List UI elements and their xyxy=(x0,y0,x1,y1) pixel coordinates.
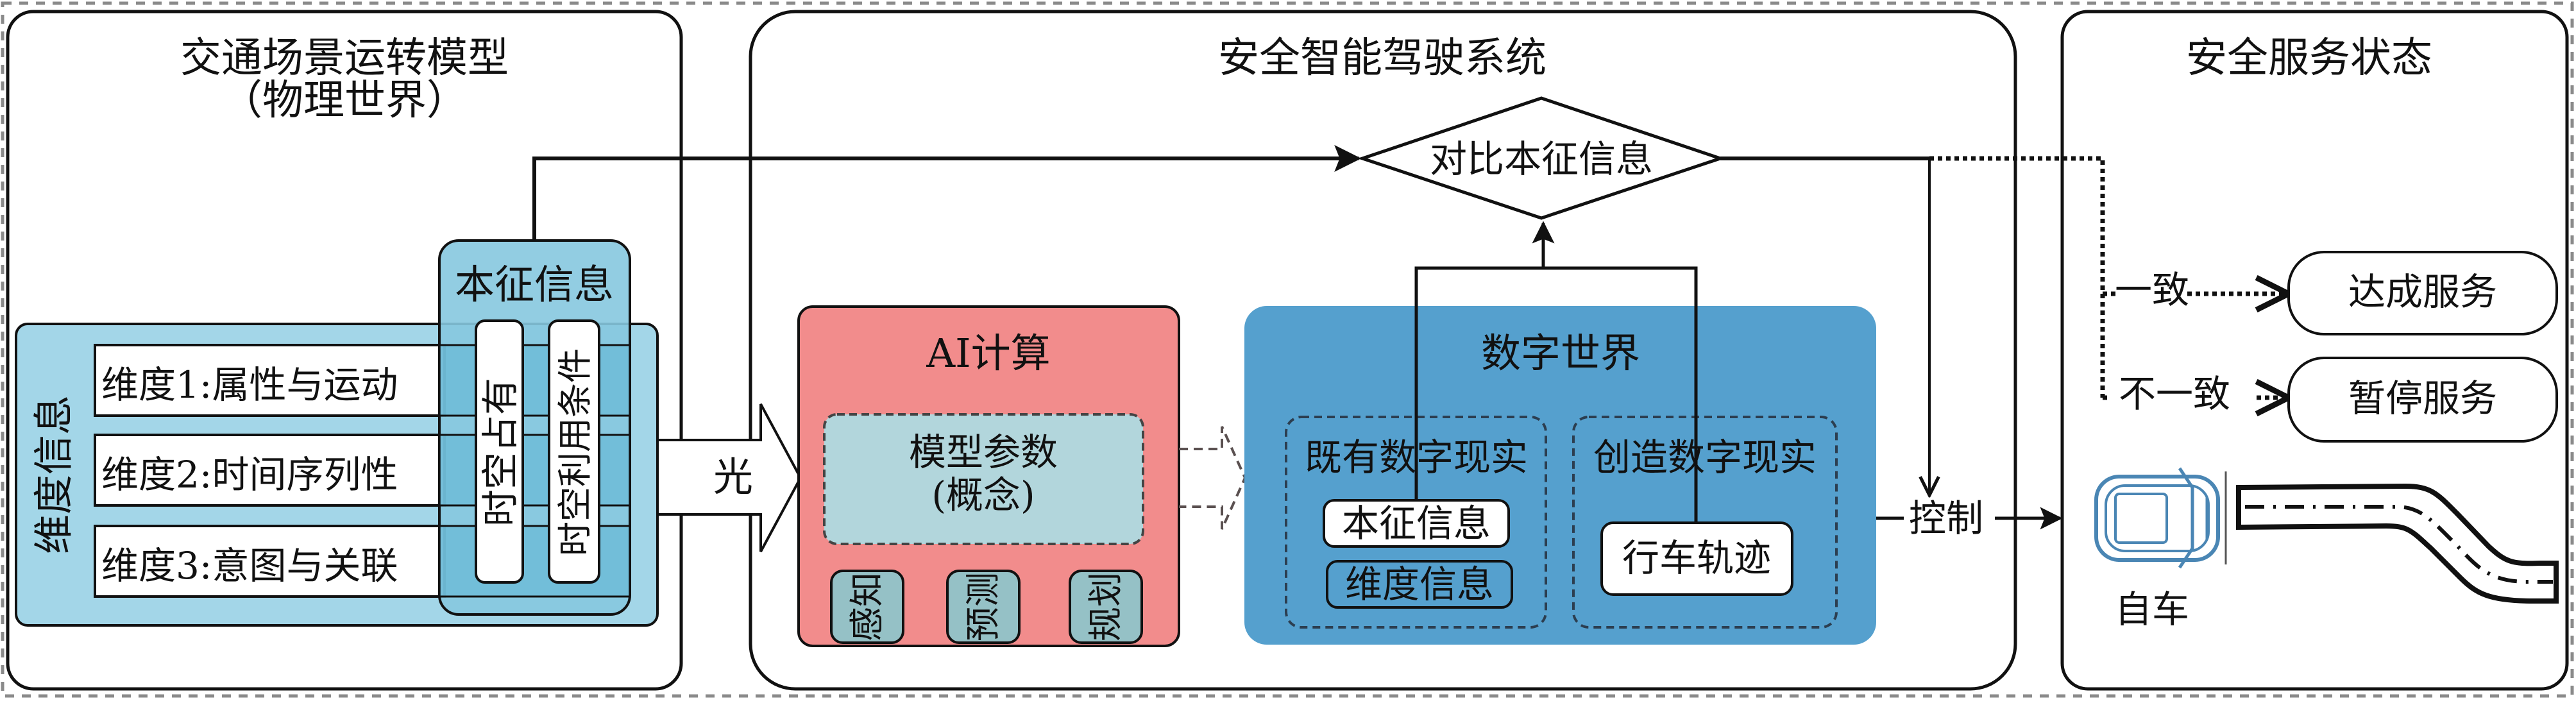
safety-service-panel: 安全服务状态 xyxy=(2060,10,2569,691)
service-panel-title: 安全服务状态 xyxy=(2186,35,2432,82)
row-overlay xyxy=(438,434,631,507)
dimension-info-label: 维度信息 xyxy=(30,395,77,554)
ai-module-label: 规划 xyxy=(1085,572,1126,641)
physical-world-panel: 交通场景运转模型 （物理世界） 维度信息 维度1:属性与运动 维度2:时间序列性… xyxy=(6,10,683,691)
dimension-row-box xyxy=(94,525,446,598)
physical-panel-subtitle: （物理世界） xyxy=(221,77,468,124)
model-params-sublabel: (概念) xyxy=(931,473,1035,517)
dimension-row-box xyxy=(94,434,446,507)
ai-module-box xyxy=(946,570,1021,644)
branch-inconsistent-label: 不一致 xyxy=(2119,372,2230,416)
ai-module-box xyxy=(1069,570,1143,644)
decision-label: 对比本征信息 xyxy=(1430,137,1653,181)
branch-consistent-label: 一致 xyxy=(2115,268,2189,312)
service-paused-label: 暂停服务 xyxy=(2348,377,2497,420)
service-panel-border xyxy=(2060,10,2569,691)
intrinsic-column-label: 时空占有 xyxy=(479,378,522,527)
ai-module-box xyxy=(830,570,904,644)
intrinsic-to-compare-line xyxy=(532,145,1362,241)
compare-intrinsic-decision: 对比本征信息 xyxy=(1357,96,1725,220)
created-digital-reality-group xyxy=(1572,416,1838,629)
ai-compute-box: AI计算 模型参数 (概念) 感知 预测 规划 xyxy=(797,305,1180,647)
existing-item-dimension xyxy=(1326,560,1513,609)
system-panel-border xyxy=(749,10,2017,691)
intrinsic-column-box xyxy=(475,319,524,584)
service-achieved-box xyxy=(2287,251,2558,335)
curved-road-icon xyxy=(2236,483,2559,604)
safety-driving-system-panel: 安全智能驾驶系统 xyxy=(749,10,2017,691)
car-top-view-icon xyxy=(2094,467,2227,569)
dimension-row-label: 维度2:时间序列性 xyxy=(101,453,398,496)
row-overlay xyxy=(438,525,631,598)
created-item-label: 行车轨迹 xyxy=(1622,536,1771,580)
ego-vehicle-label: 自车 xyxy=(2115,588,2189,631)
dimension-row-label: 维度1:属性与运动 xyxy=(101,363,398,407)
light-arrow: 光 xyxy=(656,403,802,552)
intrinsic-column-label: 时空利用条件 xyxy=(555,348,595,556)
intrinsic-digital-connector xyxy=(1414,266,1698,523)
intrinsic-column-box xyxy=(548,319,600,584)
existing-digital-reality-group xyxy=(1285,416,1547,629)
control-label: 控制 xyxy=(1909,496,1983,540)
model-params-box xyxy=(823,413,1144,545)
ai-module-label: 预测 xyxy=(963,572,1003,641)
digital-world-box: 数字世界 既有数字现实 本征信息 维度信息 创造数字现实 行车轨迹 xyxy=(1244,306,1876,645)
light-arrow-shape xyxy=(656,403,802,552)
intrinsic-info-label: 本征信息 xyxy=(455,261,614,308)
existing-item-label: 维度信息 xyxy=(1345,563,1494,606)
row-overlay xyxy=(438,344,631,417)
physical-panel-title: 交通场景运转模型 xyxy=(180,35,509,82)
light-arrow-label: 光 xyxy=(713,453,753,500)
model-params-label: 模型参数 xyxy=(909,430,1058,474)
created-digital-reality-title: 创造数字现实 xyxy=(1593,436,1817,479)
dimension-row-label: 维度3:意图与关联 xyxy=(101,544,398,588)
service-paused-box xyxy=(2287,357,2558,443)
ai-box-title: AI计算 xyxy=(926,330,1050,377)
ai-to-digital-dashed-arrow xyxy=(1179,426,1247,530)
ai-module-label: 感知 xyxy=(847,572,887,641)
digital-world-title: 数字世界 xyxy=(1481,330,1640,377)
existing-item-label: 本征信息 xyxy=(1342,502,1491,545)
service-achieved-label: 达成服务 xyxy=(2348,270,2497,314)
system-panel-title: 安全智能驾驶系统 xyxy=(1218,35,1546,82)
